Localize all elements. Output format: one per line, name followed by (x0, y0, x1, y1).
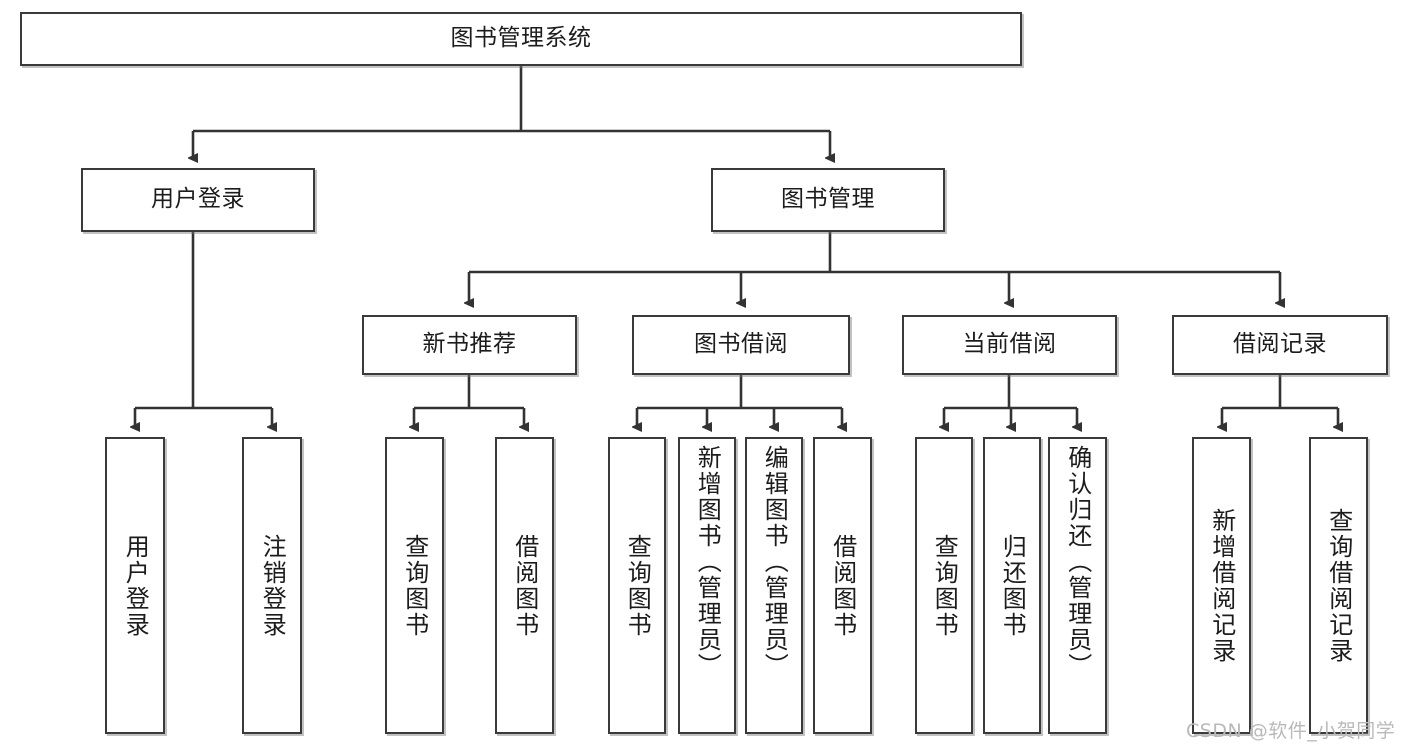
node-current-borrow[interactable]: 当前借阅 (902, 315, 1117, 375)
node-book-manage[interactable]: 图书管理 (711, 168, 945, 232)
node-leaf-query-book-1[interactable]: 查询图书 (385, 437, 444, 734)
node-leaf-borrow-book-2[interactable]: 借阅图书 (813, 437, 872, 734)
node-leaf-logout-login[interactable]: 注销登录 (242, 437, 302, 734)
node-leaf-borrow-book-1[interactable]: 借阅图书 (495, 437, 554, 734)
node-leaf-add-book[interactable]: 新增图书（管理员） (678, 437, 736, 734)
node-leaf-add-book-label: 新增图书（管理员） (693, 445, 722, 679)
node-leaf-add-record[interactable]: 新增借阅记录 (1192, 437, 1251, 734)
node-leaf-borrow-book-1-label: 借阅图书 (510, 533, 539, 638)
node-root[interactable]: 图书管理系统 (20, 12, 1022, 66)
node-borrow-record[interactable]: 借阅记录 (1172, 315, 1388, 375)
node-new-book-recommend[interactable]: 新书推荐 (362, 315, 577, 375)
node-leaf-edit-book-label: 编辑图书（管理员） (760, 445, 789, 679)
node-borrow-record-label: 借阅记录 (1233, 331, 1327, 358)
node-user-login[interactable]: 用户登录 (81, 168, 315, 232)
node-leaf-borrow-book-2-label: 借阅图书 (828, 533, 857, 638)
node-leaf-add-record-label: 新增借阅记录 (1207, 507, 1236, 664)
node-leaf-query-book-2[interactable]: 查询图书 (608, 437, 666, 734)
node-leaf-logout-login-label: 注销登录 (258, 533, 287, 638)
node-leaf-query-book-2-label: 查询图书 (623, 533, 652, 638)
node-root-label: 图书管理系统 (450, 25, 592, 52)
node-user-login-label: 用户登录 (151, 186, 245, 213)
node-leaf-confirm-return[interactable]: 确认归还（管理员） (1048, 437, 1107, 734)
node-book-borrow-label: 图书借阅 (694, 331, 788, 358)
node-leaf-user-login[interactable]: 用户登录 (105, 437, 165, 734)
node-leaf-return-book-label: 归还图书 (998, 533, 1027, 638)
node-leaf-confirm-return-label: 确认归还（管理员） (1063, 445, 1092, 679)
node-leaf-return-book[interactable]: 归还图书 (983, 437, 1041, 734)
node-leaf-query-book-3[interactable]: 查询图书 (915, 437, 973, 734)
node-book-borrow[interactable]: 图书借阅 (632, 315, 850, 375)
csdn-watermark: CSDN @软件_小贺同学 (1186, 720, 1396, 742)
node-leaf-query-record-label: 查询借阅记录 (1324, 507, 1353, 664)
node-new-book-recommend-label: 新书推荐 (422, 331, 517, 358)
node-book-manage-label: 图书管理 (781, 186, 875, 213)
node-leaf-edit-book[interactable]: 编辑图书（管理员） (745, 437, 803, 734)
node-leaf-user-login-label: 用户登录 (121, 533, 150, 638)
node-leaf-query-record[interactable]: 查询借阅记录 (1309, 437, 1368, 734)
node-leaf-query-book-3-label: 查询图书 (930, 533, 959, 638)
node-current-borrow-label: 当前借阅 (962, 331, 1057, 358)
node-leaf-query-book-1-label: 查询图书 (400, 533, 429, 638)
